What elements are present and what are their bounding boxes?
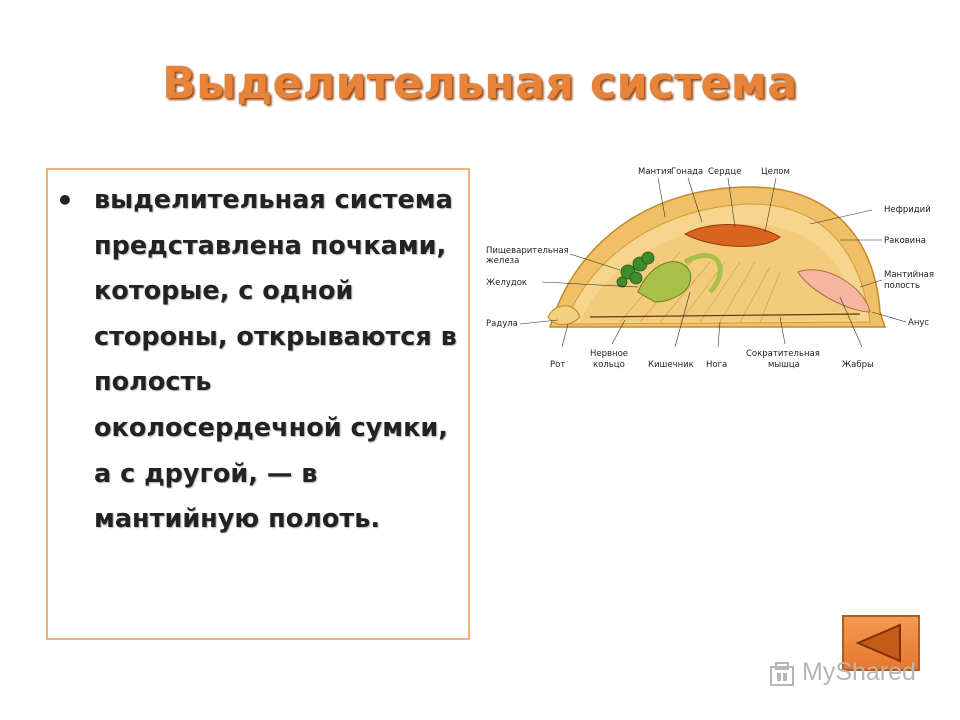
label-nervnoe-2: кольцо (593, 360, 625, 370)
label-nervnoe-1: Нервное (590, 349, 628, 359)
label-anus: Анус (908, 318, 929, 328)
label-serdce: Сердце (708, 167, 741, 177)
back-button[interactable] (842, 615, 920, 671)
label-kishechnik: Кишечник (648, 360, 694, 370)
mollusk-anatomy-diagram: Мантия Гонада Сердце Целом Нефридий Рако… (480, 162, 942, 376)
label-zheludok: Желудок (486, 278, 527, 288)
label-celom: Целом (761, 167, 790, 177)
label-sokratitelnaya-1: Сократительная (746, 349, 820, 359)
label-sokratitelnaya-2: мышца (768, 360, 800, 370)
bullet-marker: • (56, 184, 74, 217)
label-mantiynaya-1: Мантийная (884, 270, 934, 280)
label-mantia: Мантия (638, 167, 672, 177)
label-pishchevaritelnaya-2: железа (486, 256, 519, 266)
text-box (46, 168, 470, 640)
label-gonada: Гонада (671, 167, 703, 177)
watermark-logo-icon (770, 662, 794, 686)
label-rakovina: Раковина (884, 236, 926, 246)
watermark-text: MyShared (802, 658, 916, 686)
label-noga: Нога (706, 360, 727, 370)
bullet-text: выделительная система представлена почка… (94, 185, 457, 535)
label-nefridiy: Нефридий (884, 205, 931, 215)
label-pishchevaritelnaya-1: Пищеварительная (486, 246, 569, 256)
label-rot: Рот (550, 360, 565, 370)
label-zhabry: Жабры (842, 360, 874, 370)
label-radula: Радула (486, 319, 518, 329)
label-mantiynaya-2: полость (884, 281, 920, 291)
back-arrow-icon (855, 623, 901, 663)
slide-title: Выделительная система (162, 58, 798, 109)
